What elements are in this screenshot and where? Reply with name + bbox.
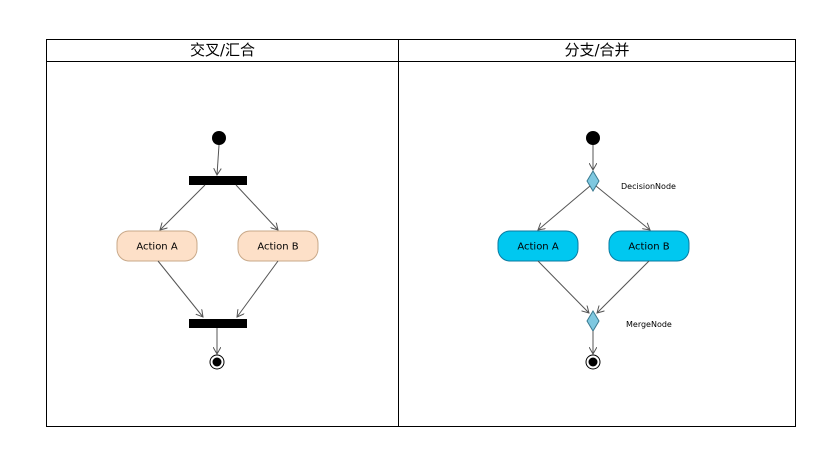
- left-action-b: Action B: [237, 230, 319, 262]
- decision-node-label: DecisionNode: [621, 182, 676, 191]
- left-edge-initial-fork: [217, 144, 219, 175]
- left-edge-fork-action-a: [160, 184, 206, 230]
- decision-merge-title: 分支/合并: [399, 40, 795, 62]
- right-edge-action-a-merge: [537, 260, 589, 313]
- right-final-node: [585, 354, 601, 370]
- fork-join-diagram: Action A Action B: [116, 131, 319, 370]
- right-action-b-label: Action B: [628, 242, 669, 253]
- right-edge-decision-action-a: [538, 185, 591, 230]
- fork-join-title: 交叉/汇合: [47, 40, 398, 62]
- left-edge-fork-action-b: [235, 184, 278, 230]
- right-initial-node: [586, 131, 600, 145]
- right-edge-decision-action-b: [595, 185, 650, 230]
- left-initial-node: [212, 131, 226, 145]
- decision-node: [586, 170, 600, 192]
- right-action-a: Action A: [497, 230, 579, 262]
- merge-node: [586, 310, 600, 332]
- left-final-node: [209, 354, 225, 370]
- diagram-frame: 交叉/汇合 分支/合并: [46, 39, 796, 427]
- left-action-b-label: Action B: [257, 242, 298, 253]
- fork-join-panel: 交叉/汇合: [47, 40, 399, 426]
- left-action-a: Action A: [116, 230, 198, 262]
- decision-merge-panel: 分支/合并: [399, 40, 795, 426]
- right-edge-action-b-merge: [597, 260, 650, 313]
- left-action-a-label: Action A: [136, 242, 177, 253]
- left-edge-action-a-join: [157, 260, 203, 317]
- right-action-a-label: Action A: [517, 242, 558, 253]
- decision-merge-diagram: DecisionNode Action A Action B MergeNode: [497, 131, 690, 370]
- left-edge-action-b-join: [237, 260, 279, 317]
- right-action-b: Action B: [608, 230, 690, 262]
- merge-node-label: MergeNode: [626, 320, 672, 329]
- fork-bar: [189, 176, 247, 185]
- join-bar: [189, 319, 247, 328]
